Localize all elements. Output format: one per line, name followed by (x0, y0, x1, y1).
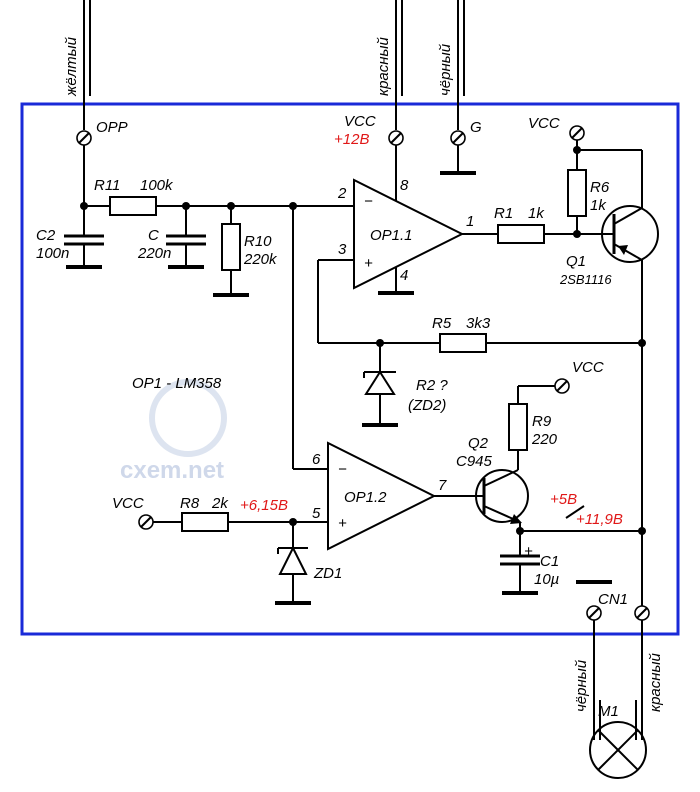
r6-value: 1k (590, 197, 607, 214)
pin-5: 5 (312, 505, 321, 522)
c1-plus: + (524, 543, 533, 560)
r9-value: 220 (531, 431, 558, 448)
input-filter (64, 145, 354, 297)
c1-value: 10µ (534, 571, 559, 588)
r5-ref: R5 (432, 315, 452, 332)
voltage-6-15: +6,15В (240, 497, 288, 514)
pin-1: 1 (466, 213, 474, 230)
label-vcc-q1: VCC (528, 115, 560, 132)
wire-out-black: чёрный (573, 659, 590, 712)
q2-value: C945 (456, 453, 493, 470)
label-vcc-q2: VCC (572, 359, 604, 376)
q2-ref: Q2 (468, 435, 489, 452)
r5-value: 3k3 (466, 315, 491, 332)
input-wires (83, 0, 465, 130)
feedback-network (318, 333, 646, 427)
op12-ref: OP1.2 (344, 489, 387, 506)
label-g: G (470, 119, 482, 136)
voltage-5: +5В (550, 491, 577, 508)
pin-3: 3 (338, 241, 347, 258)
label-opp: OPP (96, 119, 128, 136)
q2-stage (434, 385, 646, 595)
cn1-label: CN1 (598, 591, 628, 608)
op1-2 (153, 206, 437, 605)
c1-ref: C1 (540, 553, 559, 570)
r10-value: 220k (243, 251, 278, 268)
pin-6: 6 (312, 451, 321, 468)
wire-label-black: чёрный (437, 43, 454, 96)
c2-value: 100n (36, 245, 69, 262)
r11-value: 100k (140, 177, 174, 194)
q1-ref: Q1 (566, 253, 586, 270)
c-value: 220n (137, 245, 171, 262)
op1-1 (317, 145, 476, 343)
pin-8: 8 (400, 177, 409, 194)
op11-plus: + (364, 255, 373, 272)
wire-label-yellow: жёлтый (63, 36, 80, 97)
pin-4: 4 (400, 267, 408, 284)
label-vcc-main: VCC (344, 113, 376, 130)
op12-plus: + (338, 515, 347, 532)
q1-value: 2SB1116 (559, 272, 612, 287)
op1-note: OP1 - LM358 (132, 375, 222, 392)
c2-ref: C2 (36, 227, 56, 244)
m1-label: M1 (598, 703, 619, 720)
label-vcc-main-voltage: +12В (334, 131, 369, 148)
r10-ref: R10 (244, 233, 272, 250)
watermark: cxem.net (120, 379, 227, 484)
board-frame (20, 102, 680, 636)
motor-connection (576, 580, 647, 779)
pin-2: 2 (337, 185, 347, 202)
r2-value: (ZD2) (408, 397, 446, 414)
r1-ref: R1 (494, 205, 513, 222)
c-ref: C (148, 227, 159, 244)
op11-minus: − (364, 193, 373, 210)
r9-ref: R9 (532, 413, 552, 430)
watermark-text: cxem.net (120, 457, 224, 484)
r6-ref: R6 (590, 179, 610, 196)
label-vcc-r8: VCC (112, 495, 144, 512)
r8-value: 2k (211, 495, 229, 512)
wire-label-red: красный (375, 36, 392, 96)
pin-7: 7 (438, 477, 447, 494)
r8-ref: R8 (180, 495, 200, 512)
r1-value: 1k (528, 205, 545, 222)
r11-ref: R11 (94, 177, 120, 194)
wire-out-red: красный (647, 652, 664, 712)
op12-minus: − (338, 461, 347, 478)
op11-ref: OP1.1 (370, 227, 413, 244)
q1-stage (462, 140, 659, 606)
r2-ref: R2 ? (416, 377, 448, 394)
voltage-11-9: +11,9В (576, 511, 623, 528)
zd1-ref: ZD1 (313, 565, 342, 582)
